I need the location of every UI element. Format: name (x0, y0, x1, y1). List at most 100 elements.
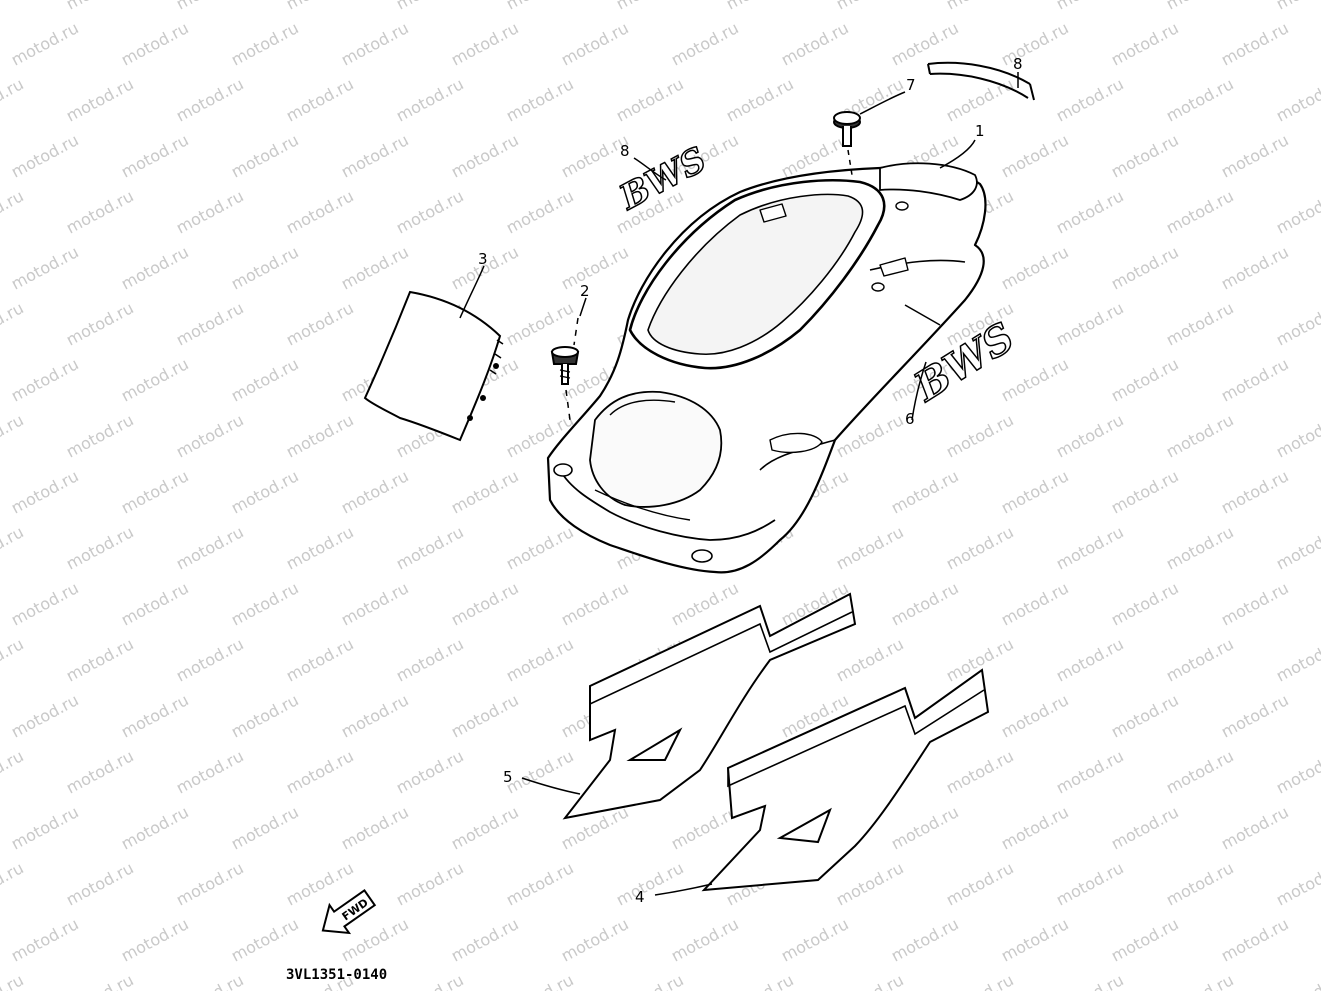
watermark-text: motod.ru (1108, 354, 1182, 405)
watermark-text: motod.ru (1108, 802, 1182, 853)
watermark-text: motod.ru (283, 410, 357, 461)
watermark-text: motod.ru (63, 186, 137, 237)
leader-line-6b (904, 304, 941, 326)
watermark-text: motod.ru (393, 970, 467, 991)
watermark-text: motod.ru (8, 242, 82, 293)
watermark-text: motod.ru (723, 74, 797, 125)
watermark-text: motod.ru (613, 0, 687, 14)
watermark-text: motod.ru (1218, 130, 1292, 181)
watermark-text: motod.ru (228, 242, 302, 293)
watermark-text: motod.ru (448, 914, 522, 965)
watermark-text: motod.ru (338, 18, 412, 69)
watermark-text: motod.ru (63, 410, 137, 461)
watermark-text: motod.ru (1163, 298, 1237, 349)
watermark-text: motod.ru (283, 522, 357, 573)
watermark-text: motod.ru (503, 298, 577, 349)
watermark-text: motod.ru (173, 634, 247, 685)
watermark-text: motod.ru (1053, 186, 1127, 237)
watermark-text: motod.ru (393, 186, 467, 237)
watermark-text: motod.ru (998, 802, 1072, 853)
watermark-text: motod.ru (448, 690, 522, 741)
watermark-text: motod.ru (1273, 858, 1321, 909)
watermark-text: motod.ru (448, 578, 522, 629)
watermark-text: motod.ru (448, 130, 522, 181)
watermark-text: motod.ru (943, 970, 1017, 991)
watermark-text: motod.ru (1163, 970, 1237, 991)
watermark-text: motod.ru (118, 914, 192, 965)
watermark-text: motod.ru (8, 354, 82, 405)
callout-8-right: 8 (1013, 55, 1023, 73)
watermark-text: motod.ru (1218, 242, 1292, 293)
watermark-text: motod.ru (1273, 74, 1321, 125)
watermark-text: motod.ru (393, 74, 467, 125)
watermark-text: motod.ru (63, 522, 137, 573)
watermark-text: motod.ru (8, 690, 82, 741)
watermark-text: motod.ru (1163, 858, 1237, 909)
watermark-text: motod.ru (283, 0, 357, 14)
watermark-text: motod.ru (8, 18, 82, 69)
watermark-text: motod.ru (778, 914, 852, 965)
watermark-text: motod.ru (723, 970, 797, 991)
watermark-text: motod.ru (1218, 18, 1292, 69)
watermark-text: motod.ru (943, 858, 1017, 909)
leader-line-5 (521, 777, 581, 795)
watermark-text: motod.ru (943, 0, 1017, 14)
watermark-text: motod.ru (393, 0, 467, 14)
watermark-text: motod.ru (778, 18, 852, 69)
watermark-text: motod.ru (0, 0, 27, 14)
watermark-text: motod.ru (1273, 298, 1321, 349)
watermark-text: motod.ru (1053, 410, 1127, 461)
leader-dash-7 (847, 149, 853, 176)
leader-line-4 (654, 883, 713, 896)
watermark-text: motod.ru (393, 522, 467, 573)
watermark-text: motod.ru (1053, 0, 1127, 14)
watermark-text: motod.ru (393, 634, 467, 685)
watermark-text: motod.ru (63, 74, 137, 125)
watermark-text: motod.ru (613, 858, 687, 909)
watermark-text: motod.ru (1053, 970, 1127, 991)
watermark-text: motod.ru (558, 914, 632, 965)
watermark-text: motod.ru (1108, 466, 1182, 517)
watermark-text: motod.ru (173, 410, 247, 461)
watermark-text: motod.ru (1108, 242, 1182, 293)
watermark-text: motod.ru (833, 858, 907, 909)
watermark-text: motod.ru (503, 522, 577, 573)
watermark-text: motod.ru (1163, 410, 1237, 461)
watermark-text: motod.ru (1108, 130, 1182, 181)
watermark-text: motod.ru (63, 634, 137, 685)
watermark-text: motod.ru (998, 578, 1072, 629)
watermark-text: motod.ru (0, 298, 27, 349)
watermark-text: motod.ru (1108, 690, 1182, 741)
watermark-text: motod.ru (503, 858, 577, 909)
watermark-text: motod.ru (668, 914, 742, 965)
emblem-strip-part-8 (927, 61, 1035, 101)
watermark-text: motod.ru (1218, 802, 1292, 853)
watermark-text: motod.ru (1218, 914, 1292, 965)
leader-line-8a (633, 157, 667, 181)
watermark-text: motod.ru (283, 298, 357, 349)
watermark-text: motod.ru (118, 18, 192, 69)
watermark-text: motod.ru (0, 522, 27, 573)
watermark-text: motod.ru (338, 130, 412, 181)
watermark-text: motod.ru (283, 634, 357, 685)
watermark-text: motod.ru (338, 466, 412, 517)
watermark-text: motod.ru (943, 74, 1017, 125)
watermark-text: motod.ru (228, 466, 302, 517)
watermark-text: motod.ru (1163, 0, 1237, 14)
watermark-text: motod.ru (448, 466, 522, 517)
watermark-text: motod.ru (1273, 970, 1321, 991)
watermark-text: motod.ru (503, 970, 577, 991)
watermark-text: motod.ru (283, 858, 357, 909)
leader-line-3 (459, 265, 485, 319)
screw-part-2 (550, 346, 580, 385)
leader-line-7 (859, 91, 906, 115)
watermark-text: motod.ru (1163, 746, 1237, 797)
watermark-text: motod.ru (173, 0, 247, 14)
watermark-text: motod.ru (173, 522, 247, 573)
watermark-text: motod.ru (1108, 578, 1182, 629)
watermark-text: motod.ru (228, 578, 302, 629)
watermark-text: motod.ru (0, 186, 27, 237)
leader-line-2 (579, 297, 587, 317)
watermark-text: motod.ru (1218, 354, 1292, 405)
watermark-text: motod.ru (833, 522, 907, 573)
